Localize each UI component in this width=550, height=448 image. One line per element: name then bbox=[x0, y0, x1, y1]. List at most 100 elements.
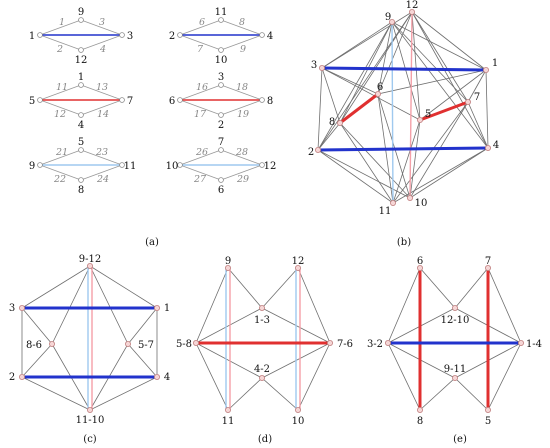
edge bbox=[89, 376, 158, 411]
node bbox=[78, 17, 84, 23]
edge bbox=[321, 11, 413, 69]
edge bbox=[195, 267, 229, 344]
link-edge-12-10 bbox=[409, 11, 413, 199]
edge-number: 4 bbox=[99, 44, 106, 55]
edge bbox=[387, 267, 421, 344]
edge bbox=[179, 164, 222, 181]
node-label-1-3: 1-3 bbox=[254, 315, 270, 326]
edge-number: 6 bbox=[199, 17, 205, 28]
edge bbox=[89, 265, 129, 345]
edge bbox=[317, 11, 413, 151]
edge bbox=[321, 67, 421, 121]
edge bbox=[467, 101, 489, 149]
edge bbox=[391, 21, 469, 103]
edge bbox=[419, 267, 456, 309]
node-m57 bbox=[125, 340, 132, 347]
edge bbox=[391, 21, 487, 71]
edge-number: 23 bbox=[95, 147, 108, 158]
node-n11 bbox=[389, 199, 396, 206]
edge-number: 9 bbox=[240, 44, 246, 55]
edge bbox=[317, 149, 411, 199]
node-n1 bbox=[482, 67, 489, 74]
edge bbox=[21, 307, 53, 345]
node bbox=[177, 32, 183, 38]
edge bbox=[411, 11, 469, 103]
node-label-n11: 11 bbox=[379, 206, 392, 217]
node-label-n1: 1 bbox=[492, 58, 498, 69]
edge-number: 28 bbox=[235, 147, 248, 158]
node-l58 bbox=[192, 339, 199, 346]
edge bbox=[220, 34, 263, 51]
edge bbox=[317, 122, 341, 151]
edge-number: 16 bbox=[196, 82, 208, 93]
node bbox=[78, 47, 84, 53]
edge bbox=[411, 11, 487, 71]
node-label-2: 2 bbox=[9, 372, 15, 383]
edge bbox=[39, 19, 82, 36]
edge bbox=[179, 19, 222, 36]
node bbox=[78, 82, 84, 88]
edge bbox=[339, 122, 394, 204]
edge bbox=[297, 267, 331, 344]
edge-number: 8 bbox=[239, 17, 245, 28]
node bbox=[78, 177, 84, 183]
node-label-3-2: 3-2 bbox=[367, 339, 383, 350]
node-label: 12 bbox=[75, 55, 88, 66]
edge bbox=[80, 99, 123, 116]
edge bbox=[89, 265, 158, 309]
link-edge-3-1 bbox=[320, 66, 488, 72]
node-n10 bbox=[406, 194, 413, 201]
edge bbox=[179, 34, 222, 51]
node-n6 bbox=[416, 264, 423, 271]
node-label: 7 bbox=[218, 137, 224, 148]
edge bbox=[220, 19, 263, 36]
node bbox=[218, 47, 224, 53]
node-top bbox=[87, 262, 94, 269]
node-label-5: 5 bbox=[485, 416, 491, 427]
edge bbox=[377, 93, 411, 199]
node-n5 bbox=[484, 406, 491, 413]
node bbox=[259, 162, 265, 168]
edge bbox=[195, 342, 263, 379]
link-edge-8-6 bbox=[338, 92, 380, 125]
edge bbox=[39, 149, 82, 166]
node-label: 8 bbox=[78, 185, 84, 196]
node-label-9-11: 9-11 bbox=[444, 364, 466, 375]
node-label: 8 bbox=[267, 96, 273, 107]
edge bbox=[195, 307, 263, 344]
edge bbox=[411, 11, 421, 121]
edge-number: 22 bbox=[53, 174, 66, 185]
node-label: 2 bbox=[218, 120, 224, 131]
node-label: 2 bbox=[169, 31, 175, 42]
node-n6 bbox=[374, 91, 381, 98]
node-n2 bbox=[314, 146, 321, 153]
node-label: 11 bbox=[215, 7, 228, 18]
edge bbox=[39, 164, 82, 181]
node-label-6: 6 bbox=[417, 256, 423, 267]
link-edge-5-7 bbox=[418, 100, 470, 122]
edge bbox=[454, 377, 489, 411]
node-l2 bbox=[18, 373, 25, 380]
node-n3 bbox=[318, 65, 325, 72]
node-n5 bbox=[416, 117, 423, 124]
node-label-n3: 3 bbox=[311, 60, 317, 71]
node bbox=[218, 177, 224, 183]
node-label-top: 9-12 bbox=[79, 254, 101, 265]
edge bbox=[179, 99, 222, 116]
edge bbox=[80, 34, 123, 51]
caption-c: (c) bbox=[83, 434, 97, 445]
node-n4 bbox=[484, 144, 491, 151]
edge bbox=[419, 377, 456, 411]
edge-number: 7 bbox=[197, 44, 204, 55]
node-n7 bbox=[484, 264, 491, 271]
edge bbox=[195, 342, 229, 411]
node-label-3: 3 bbox=[9, 303, 15, 314]
edge bbox=[392, 119, 421, 204]
